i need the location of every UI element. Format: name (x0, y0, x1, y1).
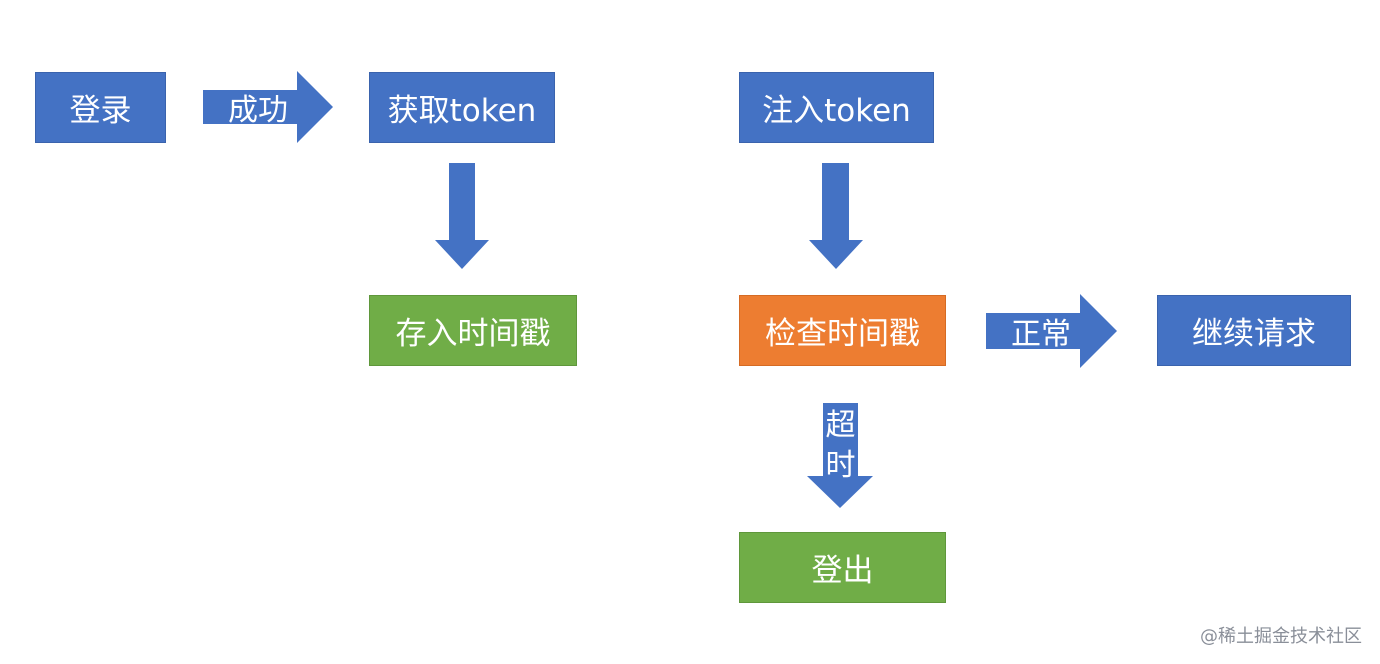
get-token-label: 获取token (387, 93, 537, 129)
normal-arrow (986, 294, 1117, 368)
logout-node: 登出 (739, 532, 946, 603)
timeout-label-char-1: 超 (825, 408, 856, 443)
timeout-arrow (807, 403, 873, 508)
watermark: @稀土掘金技术社区 (1200, 626, 1362, 647)
down-arrow-token-to-store (435, 163, 489, 269)
normal-label: 正常 (1011, 317, 1071, 352)
timeout-label: 超 时 (823, 406, 858, 486)
down-arrow-inject-to-check (809, 163, 863, 269)
login-label: 登录 (69, 93, 132, 129)
logout-label: 登出 (811, 553, 874, 589)
login-node: 登录 (35, 72, 166, 143)
inject-token-node: 注入token (739, 72, 934, 143)
continue-request-node: 继续请求 (1157, 295, 1351, 366)
inject-token-label: 注入token (762, 93, 911, 129)
continue-request-label: 继续请求 (1192, 316, 1316, 352)
get-token-node: 获取token (369, 72, 555, 143)
success-label: 成功 (228, 93, 288, 128)
timeout-label-char-2: 时 (825, 448, 856, 483)
store-timestamp-node: 存入时间戳 (369, 295, 577, 366)
store-timestamp-label: 存入时间戳 (395, 316, 551, 352)
check-timestamp-node: 检查时间戳 (739, 295, 946, 366)
success-arrow (203, 71, 333, 143)
check-timestamp-label: 检查时间戳 (765, 316, 920, 352)
